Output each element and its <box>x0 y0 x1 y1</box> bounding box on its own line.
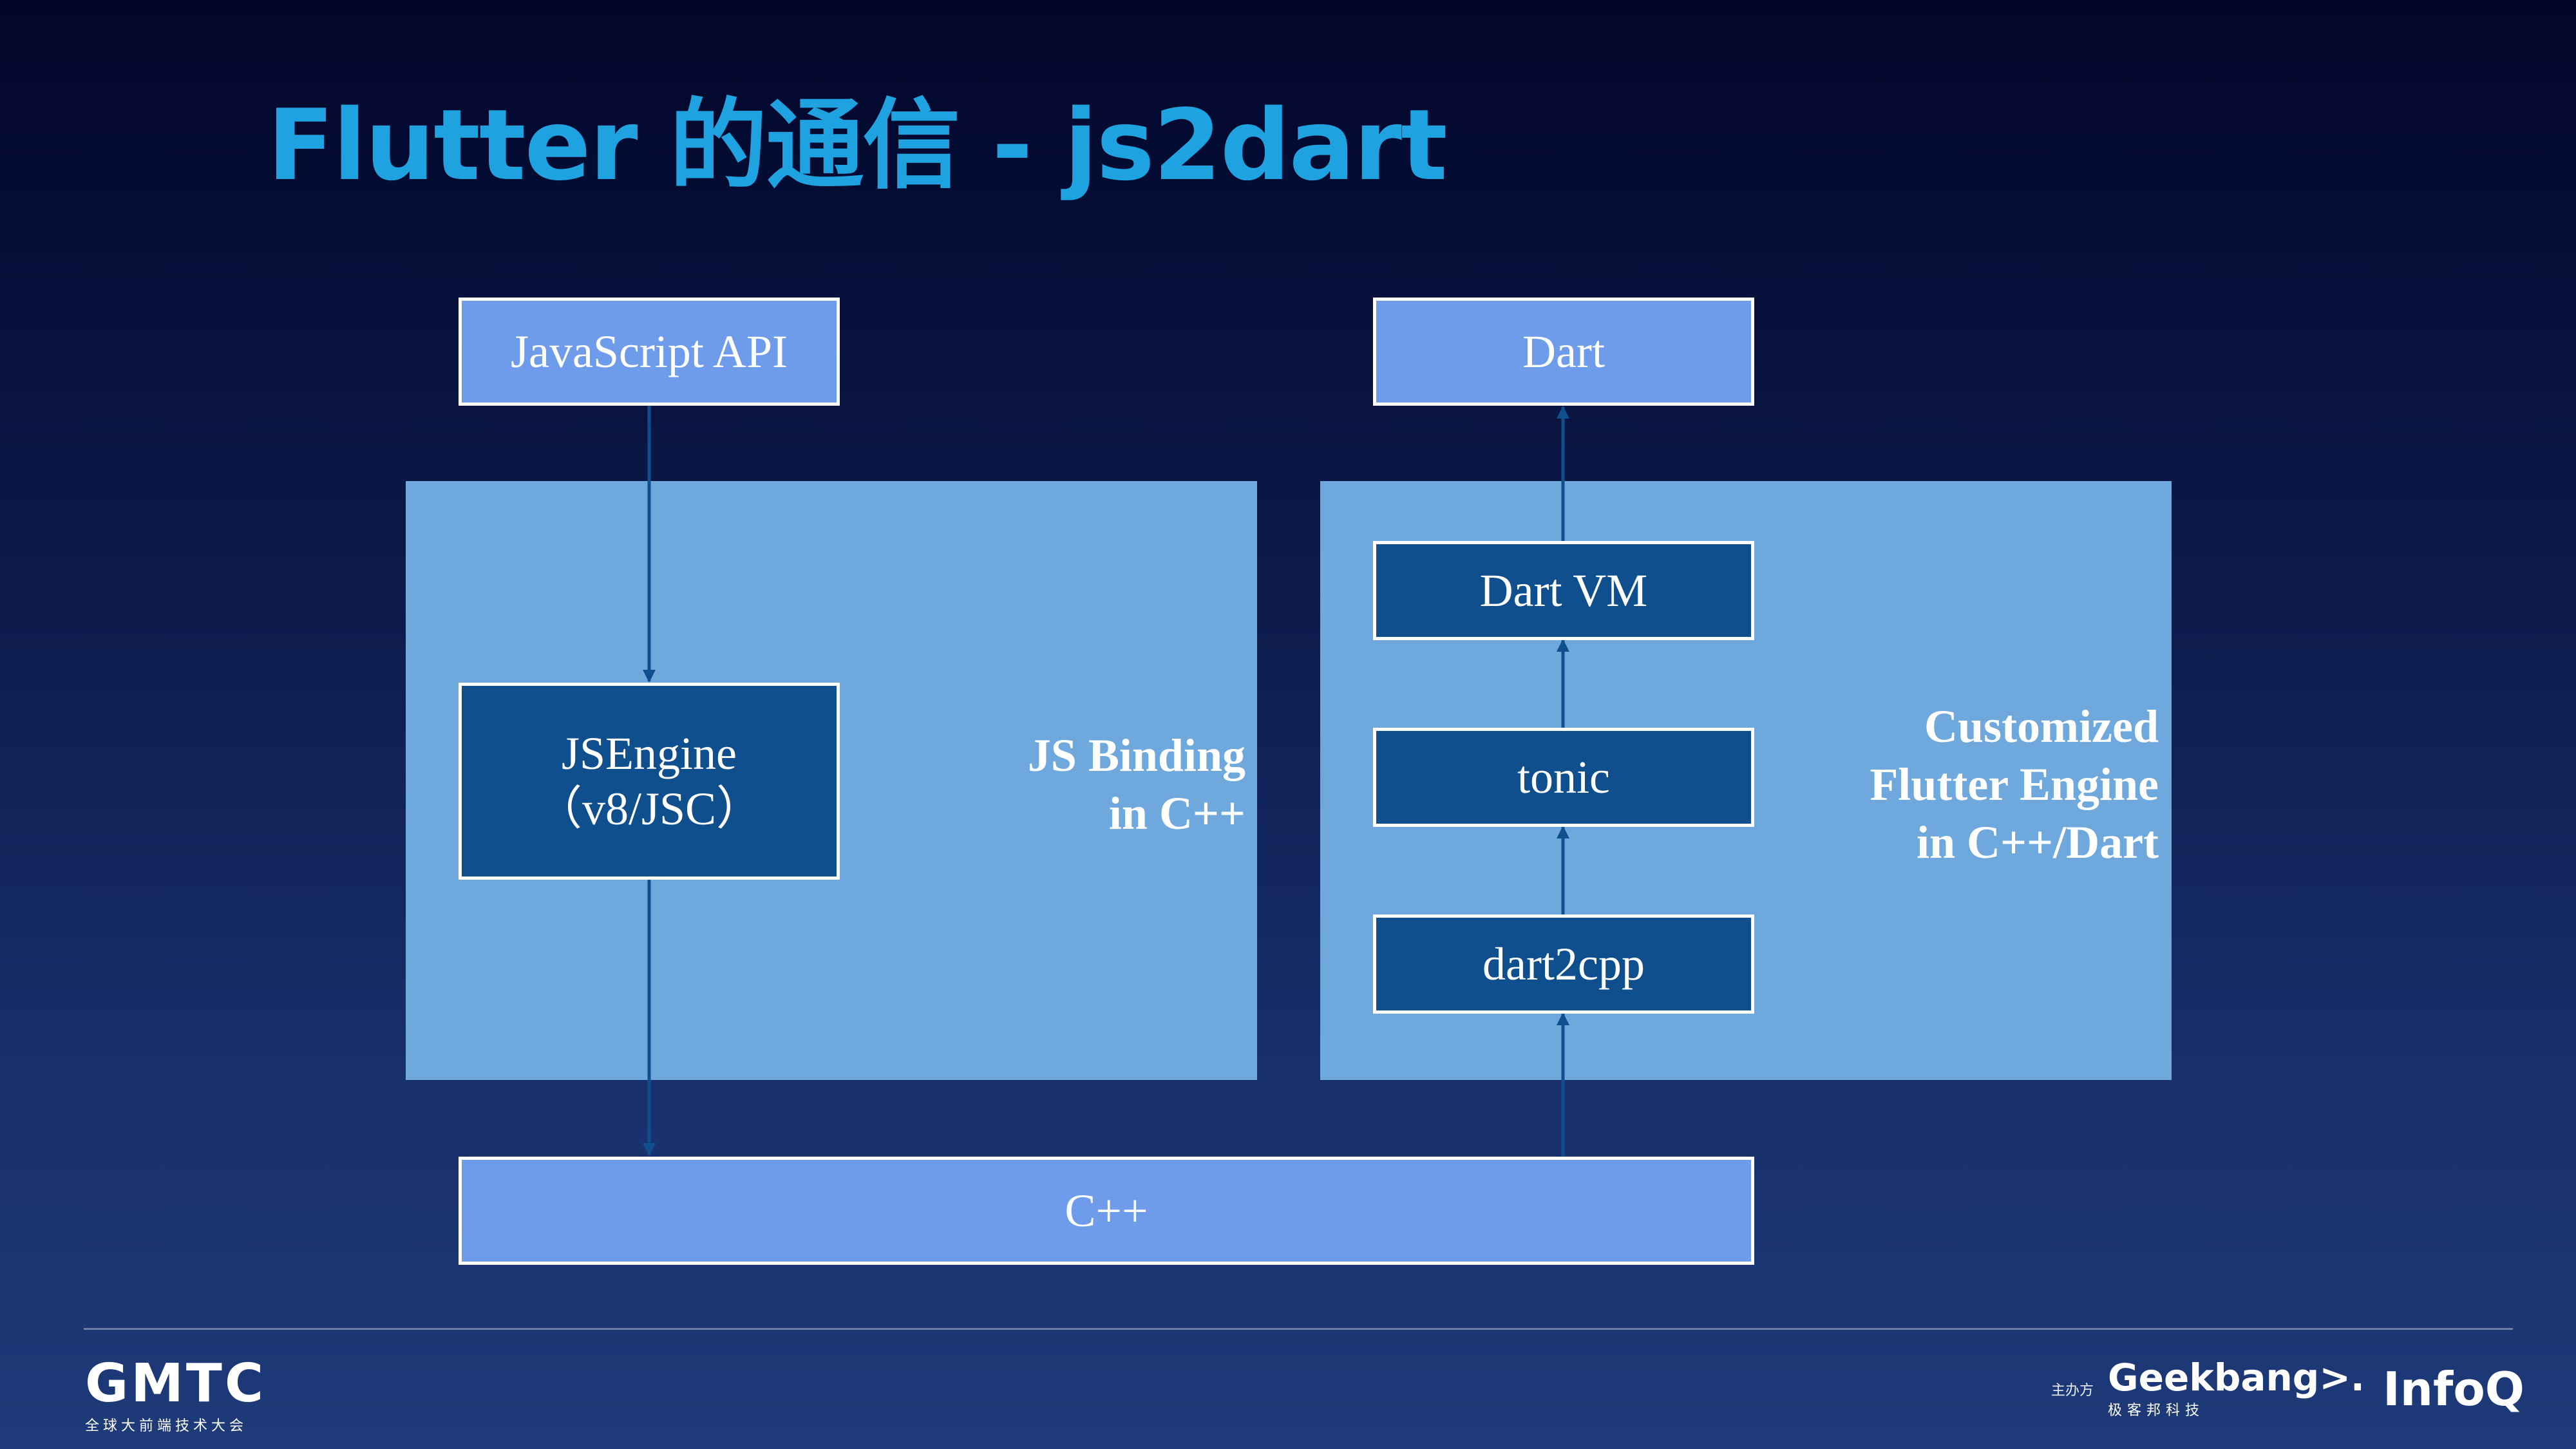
geekbang-logo-subtitle: 极客邦科技 <box>2108 1403 2205 1419</box>
gmtc-logo: GMTC 全球大前端技术大会 <box>85 1358 266 1435</box>
flutter-engine-label-line-2: Flutter Engine <box>1870 759 2159 810</box>
dart2cpp-label: dart2cpp <box>1482 938 1645 990</box>
jsengine-variant-label: （v8/JSC） <box>535 783 763 835</box>
js-binding-label-line-2: in C++ <box>1108 788 1245 839</box>
dart-vm-box: Dart VM <box>1373 541 1754 640</box>
flutter-engine-label-line-1: Customized <box>1924 701 2159 752</box>
footer-divider <box>84 1328 2513 1330</box>
js-binding-label-line-1: JS Binding <box>1027 730 1245 781</box>
dart-box: Dart <box>1373 298 1754 406</box>
gmtc-logo-mark: GMTC <box>85 1353 267 1414</box>
flutter-engine-label: Customized Flutter Engine in C++/Dart <box>1870 697 2159 871</box>
gmtc-logo-subtitle: 全球大前端技术大会 <box>85 1418 248 1434</box>
jsengine-label: JSEngine <box>561 727 737 779</box>
dart-vm-label: Dart VM <box>1479 564 1648 616</box>
geekbang-logo: Geekbang>. 极客邦科技 <box>2108 1359 2365 1419</box>
js-binding-label: JS Binding in C++ <box>1028 726 1245 842</box>
infoq-logo: InfoQ <box>2382 1362 2524 1416</box>
dart2cpp-box: dart2cpp <box>1373 914 1754 1014</box>
tonic-box: tonic <box>1373 728 1754 827</box>
dart-label: Dart <box>1522 325 1605 377</box>
geekbang-logo-mark: Geekbang>. <box>2108 1356 2365 1399</box>
cpp-box: C++ <box>459 1157 1754 1265</box>
flutter-engine-label-line-3: in C++/Dart <box>1916 817 2159 868</box>
tonic-label: tonic <box>1517 751 1610 803</box>
jsengine-box: JSEngine （v8/JSC） <box>459 683 840 880</box>
organizer-logos: 主办方 Geekbang>. 极客邦科技 InfoQ <box>2051 1359 2524 1419</box>
javascript-api-label: JavaScript API <box>511 325 788 377</box>
organizer-label: 主办方 <box>2050 1383 2094 1399</box>
javascript-api-box: JavaScript API <box>459 298 840 406</box>
cpp-label: C++ <box>1065 1184 1148 1236</box>
slide-title: Flutter 的通信 - js2dart <box>267 88 1448 202</box>
